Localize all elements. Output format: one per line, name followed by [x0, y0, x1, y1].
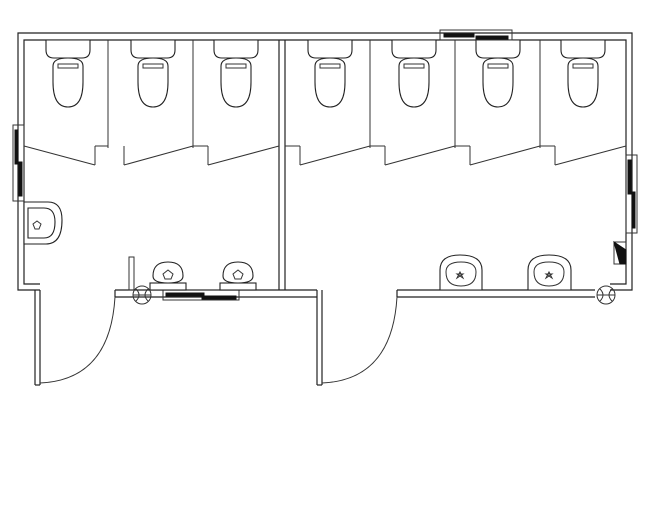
window-icon [162, 289, 240, 301]
sink-icon [149, 261, 187, 291]
toilet-icon [45, 39, 91, 108]
toilet-icon [391, 39, 437, 108]
stall-doors [23, 145, 627, 166]
window-icon [12, 124, 25, 202]
partition-wall [278, 40, 286, 290]
toilets [45, 39, 606, 108]
sink-icon [23, 201, 63, 245]
outer-walls [17, 32, 633, 298]
sink-icon [219, 261, 257, 291]
window-icon [625, 154, 638, 234]
toilet-icon [130, 39, 176, 108]
toilet-icon [560, 39, 606, 108]
pipe-circles [132, 285, 616, 305]
sink-icon [527, 254, 572, 291]
toilet-icon [307, 39, 353, 108]
sink-icon [439, 254, 483, 291]
door-swing-icon [34, 290, 116, 386]
door-swing-icon [316, 290, 398, 386]
pipe-post [128, 256, 135, 291]
toilet-icon [475, 39, 521, 108]
hand-dryer-icon [613, 240, 627, 265]
toilet-icon [213, 39, 259, 108]
stall-partitions [107, 40, 541, 148]
window-icon [439, 29, 513, 41]
